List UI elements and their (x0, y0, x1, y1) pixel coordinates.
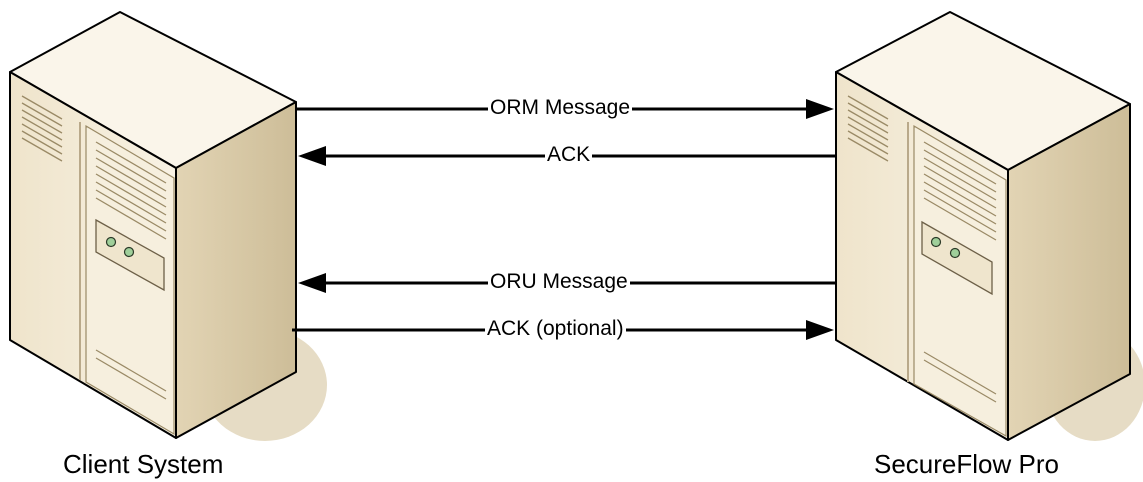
secureflow-server-tower (835, 11, 1143, 441)
server-led-2 (949, 247, 961, 259)
client-server-tower (9, 11, 327, 441)
message-label-2: ACK (545, 143, 593, 167)
message-label-4: ACK (optional) (485, 317, 626, 341)
server-led-1 (930, 236, 942, 248)
message-label-3: ORU Message (488, 270, 630, 294)
secureflow-pro-label: SecureFlow Pro (874, 449, 1059, 479)
client-led-1 (105, 236, 117, 248)
client-led-2 (123, 246, 135, 258)
message-label-1: ORM Message (488, 96, 633, 120)
client-system-label: Client System (63, 449, 224, 479)
